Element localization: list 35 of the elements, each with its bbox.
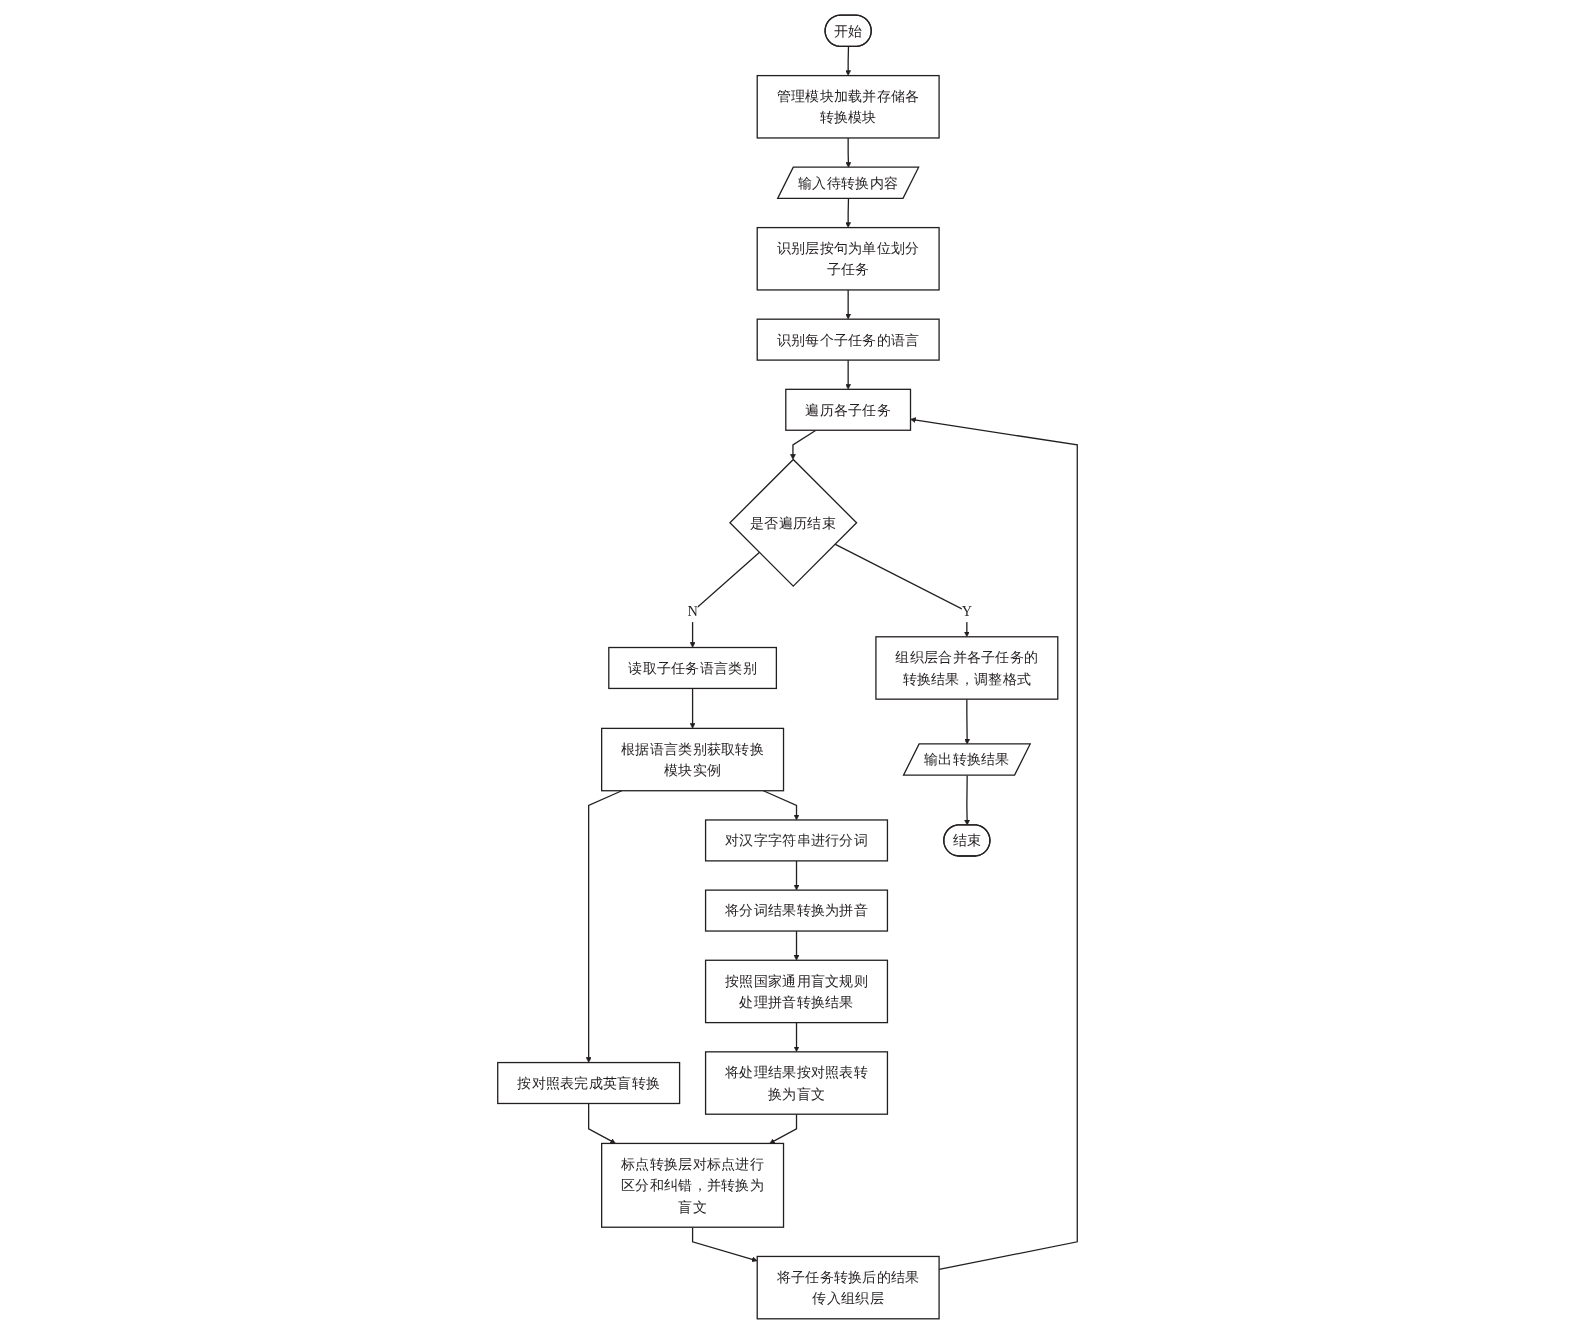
arrow [845, 359, 851, 390]
node-box: 将分词结果转换为拼音 [704, 889, 889, 932]
arrow [689, 551, 760, 648]
node-box: 对汉字字符串进行分词 [704, 819, 889, 862]
arrow [585, 790, 623, 1063]
arrow [691, 1226, 758, 1263]
node-box: 管理模块加载并存储各转换模块 [756, 74, 940, 139]
node-box: 按照国家通用盲文规则处理拼音转换结果 [704, 959, 889, 1024]
arrow [793, 930, 800, 961]
arrow [845, 137, 852, 168]
arrow [845, 46, 851, 76]
arrow [689, 687, 696, 729]
arrow [793, 1021, 800, 1053]
node-box: 按对照表完成英盲转换 [497, 1061, 681, 1105]
node-box: 识别层按句为单位划分子任务 [756, 226, 940, 291]
node-box: 将子任务转换后的结果传入组织层 [756, 1255, 940, 1320]
arrow [790, 429, 817, 460]
node-box: 标点转换层对标点进行区分和纠错，并转换为盲文 [601, 1142, 785, 1228]
node-box: 识别每个子任务的语言 [756, 318, 940, 361]
node-box: 组织层合并各子任务的转换结果，调整格式 [875, 636, 1059, 700]
node-diamond: 是否遍历结束 [729, 458, 858, 588]
node-box: 将处理结果按对照表转换为盲文 [704, 1051, 889, 1115]
arrow [845, 289, 851, 320]
edge-label: Y [961, 603, 973, 620]
arrow [834, 543, 970, 638]
node-box: 根据语言类别获取转换模块实例 [601, 727, 785, 792]
arrow [588, 1102, 616, 1144]
arrow [769, 1113, 798, 1144]
arrow [762, 790, 800, 821]
arrow [910, 417, 1078, 1271]
edge-label: N [687, 603, 698, 620]
node-box: 遍历各子任务 [785, 388, 912, 431]
arrow [845, 198, 851, 228]
node-box: 读取子任务语言类别 [608, 646, 778, 690]
arrow [793, 860, 800, 891]
